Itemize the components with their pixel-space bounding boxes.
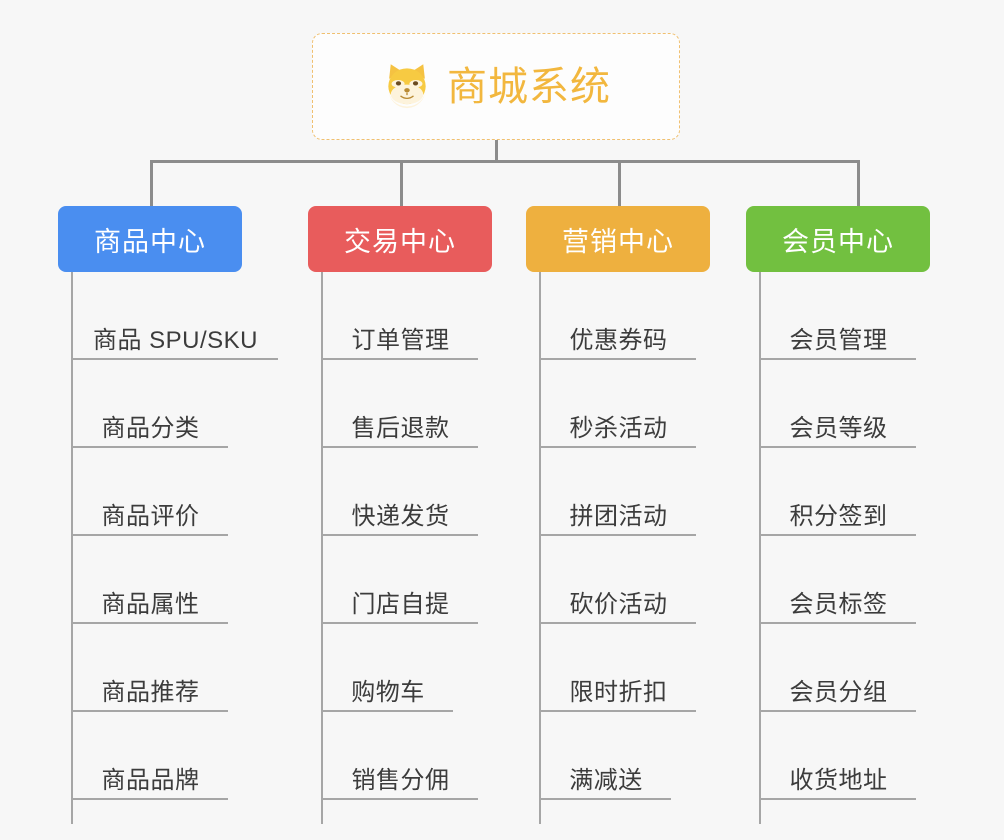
list-item[interactable]: 商品属性 xyxy=(73,536,228,624)
connector-drop-product-center xyxy=(150,160,153,206)
sub-item-label: 优惠券码 xyxy=(569,327,668,354)
sub-item-label: 商品品牌 xyxy=(101,767,200,794)
sub-item-label: 收货地址 xyxy=(789,767,888,794)
list-item[interactable]: 商品推荐 xyxy=(73,624,228,712)
sub-item-label: 商品评价 xyxy=(101,503,200,530)
list-item[interactable]: 会员等级 xyxy=(761,360,916,448)
sub-item-label: 商品 SPU/SKU xyxy=(92,327,259,354)
category-label-marketing-center: 营销中心 xyxy=(562,226,674,257)
sub-item-label: 商品推荐 xyxy=(101,679,200,706)
sub-item-label: 购物车 xyxy=(351,679,425,706)
list-item[interactable]: 满减送 xyxy=(541,712,671,800)
list-item[interactable]: 优惠券码 xyxy=(541,272,696,360)
sub-item-label: 满减送 xyxy=(569,767,643,794)
connector-root-trunk xyxy=(495,140,498,162)
list-item[interactable]: 快递发货 xyxy=(323,448,478,536)
sub-item-label: 会员等级 xyxy=(789,415,888,442)
sub-item-label: 砍价活动 xyxy=(569,591,668,618)
sub-item-label: 售后退款 xyxy=(351,415,450,442)
root-node-mall-system[interactable]: 商城系统 xyxy=(312,33,680,140)
shiba-dog-face-icon xyxy=(381,61,433,113)
sub-item-label: 会员标签 xyxy=(789,591,888,618)
category-box-marketing-center[interactable]: 营销中心 xyxy=(526,206,710,272)
list-item[interactable]: 限时折扣 xyxy=(541,624,696,712)
list-item[interactable]: 购物车 xyxy=(323,624,453,712)
sub-item-label: 限时折扣 xyxy=(569,679,668,706)
category-box-member-center[interactable]: 会员中心 xyxy=(746,206,930,272)
category-label-product-center: 商品中心 xyxy=(94,226,206,257)
list-item[interactable]: 收货地址 xyxy=(761,712,916,800)
list-item[interactable]: 订单管理 xyxy=(323,272,478,360)
sub-item-label: 秒杀活动 xyxy=(569,415,668,442)
list-item[interactable]: 拼团活动 xyxy=(541,448,696,536)
category-box-trade-center[interactable]: 交易中心 xyxy=(308,206,492,272)
list-item[interactable]: 会员管理 xyxy=(761,272,916,360)
list-item[interactable]: 商品评价 xyxy=(73,448,228,536)
sub-item-label: 快递发货 xyxy=(351,503,450,530)
list-item[interactable]: 售后退款 xyxy=(323,360,478,448)
list-item[interactable]: 会员分组 xyxy=(761,624,916,712)
sub-item-label: 销售分佣 xyxy=(351,767,450,794)
sub-item-label: 门店自提 xyxy=(351,591,450,618)
connector-branch-bar xyxy=(150,160,860,163)
category-box-product-center[interactable]: 商品中心 xyxy=(58,206,242,272)
sub-item-label: 商品分类 xyxy=(101,415,200,442)
list-item[interactable]: 秒杀活动 xyxy=(541,360,696,448)
sub-item-label: 拼团活动 xyxy=(569,503,668,530)
column-spine-member-center xyxy=(759,272,761,824)
category-label-member-center: 会员中心 xyxy=(782,226,894,257)
sub-item-label: 订单管理 xyxy=(351,327,450,354)
column-spine-marketing-center xyxy=(539,272,541,824)
list-item[interactable]: 砍价活动 xyxy=(541,536,696,624)
list-item[interactable]: 门店自提 xyxy=(323,536,478,624)
sub-item-label: 会员分组 xyxy=(789,679,888,706)
column-spine-product-center xyxy=(71,272,73,824)
connector-drop-member-center xyxy=(857,160,860,206)
list-item[interactable]: 商品 SPU/SKU xyxy=(73,272,278,360)
list-item[interactable]: 会员标签 xyxy=(761,536,916,624)
list-item[interactable]: 商品分类 xyxy=(73,360,228,448)
list-item[interactable]: 商品品牌 xyxy=(73,712,228,800)
sub-item-label: 商品属性 xyxy=(101,591,200,618)
sub-item-label: 积分签到 xyxy=(789,503,888,530)
list-item[interactable]: 积分签到 xyxy=(761,448,916,536)
list-item[interactable]: 销售分佣 xyxy=(323,712,478,800)
column-spine-trade-center xyxy=(321,272,323,824)
category-label-trade-center: 交易中心 xyxy=(344,226,456,257)
connector-drop-trade-center xyxy=(400,160,403,206)
sub-item-label: 会员管理 xyxy=(789,327,888,354)
connector-drop-marketing-center xyxy=(618,160,621,206)
root-node-title: 商城系统 xyxy=(447,64,611,109)
